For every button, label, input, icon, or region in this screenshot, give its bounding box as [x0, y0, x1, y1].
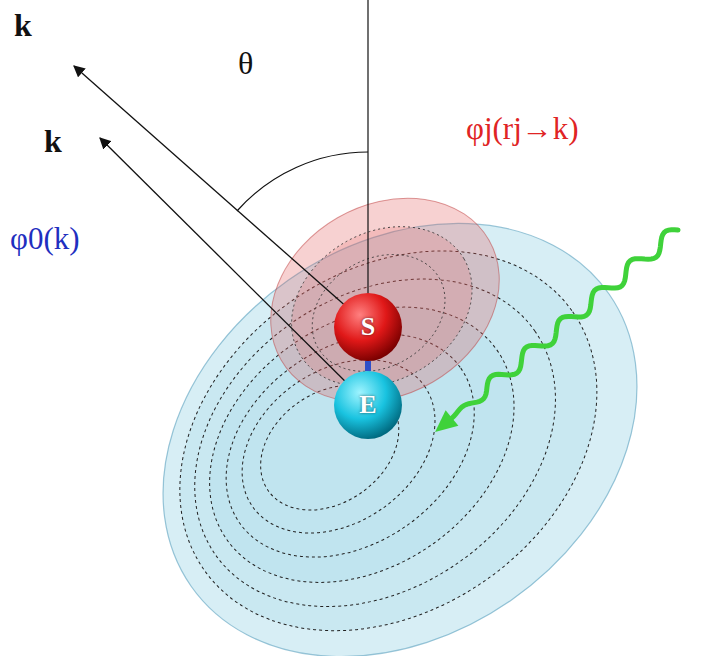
- photon-wave: [452, 230, 678, 418]
- final-state-lobe: [234, 158, 537, 443]
- wavefunction-label: φj(rj→k): [466, 112, 579, 146]
- atom-letter: E: [359, 390, 376, 420]
- wave-vector-arrow: [100, 138, 366, 402]
- atom-sphere: S: [334, 293, 402, 361]
- sphere-shape: [334, 371, 402, 439]
- photon-arrowhead: [435, 410, 458, 432]
- wave-vector-label: k: [44, 124, 62, 159]
- axis-line: [367, 0, 368, 294]
- atom-sphere: E: [334, 371, 402, 439]
- bond-line: [365, 361, 371, 371]
- wave-vector-label: k: [14, 8, 32, 43]
- atom-letter: S: [361, 312, 375, 342]
- wave-vector-arrow: [74, 66, 366, 324]
- wavefunction-label: φ0(k): [10, 222, 80, 256]
- angle-label: θ: [238, 46, 253, 81]
- sphere-shape: [334, 293, 402, 361]
- angle-arc: [237, 152, 368, 211]
- initial-state-lobe: [79, 134, 710, 656]
